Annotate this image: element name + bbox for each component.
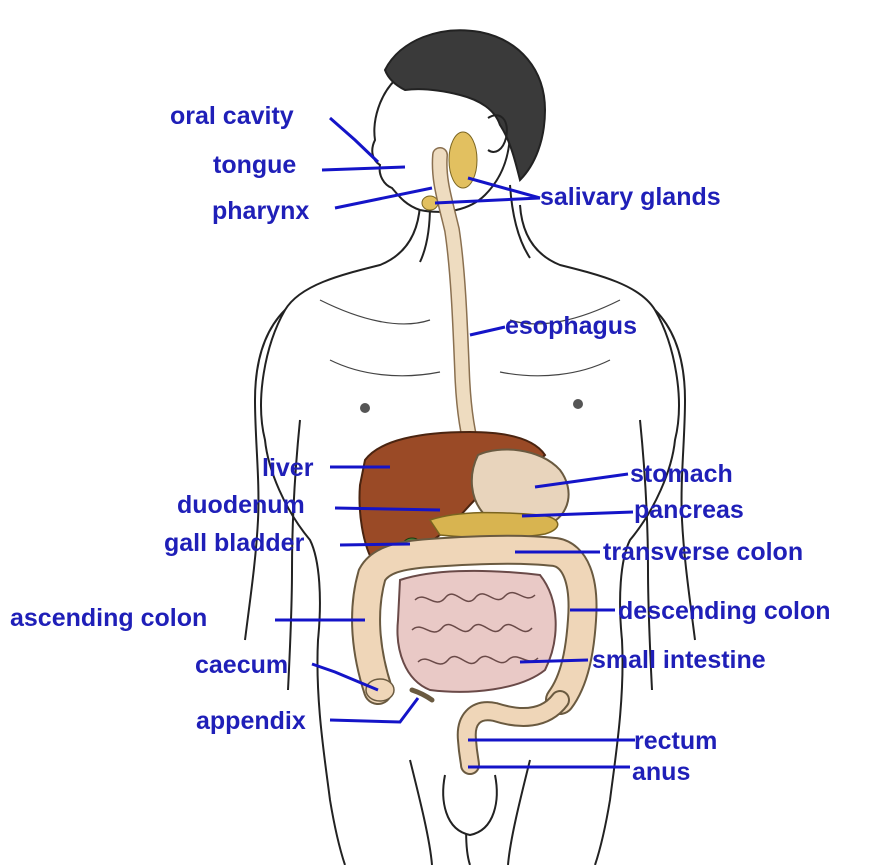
label-stomach: stomach: [630, 462, 733, 487]
label-duodenum: duodenum: [177, 493, 305, 518]
leader-small-intestine: [520, 660, 588, 662]
leader-oral-cavity: [330, 118, 378, 162]
small-intestine-organ: [397, 571, 555, 692]
label-anus: anus: [632, 760, 690, 785]
label-caecum: caecum: [195, 653, 288, 678]
rectum-fill: [467, 700, 560, 765]
leader-duodenum: [335, 508, 440, 510]
label-pharynx: pharynx: [212, 199, 309, 224]
label-gall-bladder: gall bladder: [164, 531, 304, 556]
label-pancreas: pancreas: [634, 498, 744, 523]
label-esophagus: esophagus: [505, 314, 637, 339]
caecum-organ: [366, 679, 394, 701]
label-small-intestine: small intestine: [592, 648, 766, 673]
leader-esophagus: [470, 327, 505, 335]
left-nipple: [360, 403, 370, 413]
label-tongue: tongue: [213, 153, 296, 178]
label-liver: liver: [262, 456, 313, 481]
label-salivary-glands: salivary glands: [540, 185, 721, 210]
label-appendix: appendix: [196, 709, 306, 734]
leader-gall-bladder: [340, 544, 410, 545]
groin: [443, 775, 496, 835]
label-oral-cavity: oral cavity: [170, 104, 294, 129]
appendix-organ: [412, 690, 432, 700]
label-rectum: rectum: [634, 729, 717, 754]
right-nipple: [573, 399, 583, 409]
label-ascending-colon: ascending colon: [10, 606, 207, 631]
label-transverse-colon: transverse colon: [603, 540, 803, 565]
label-descending-colon: descending colon: [618, 599, 831, 624]
